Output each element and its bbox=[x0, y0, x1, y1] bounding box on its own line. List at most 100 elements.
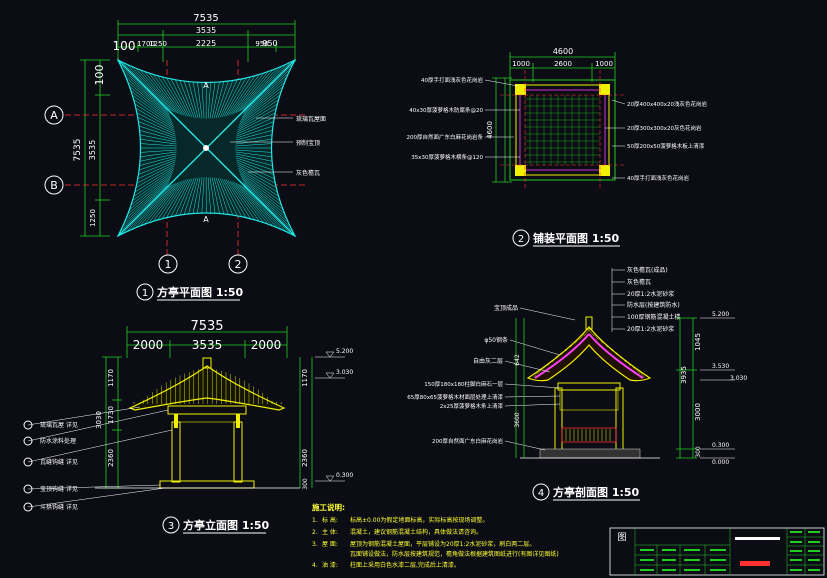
section-top-note-5: 100厚钢筋混凝土楼 bbox=[627, 313, 680, 321]
plan-dim-left-top: 100 bbox=[93, 65, 106, 86]
elev-level-2: 3.030 bbox=[336, 369, 353, 376]
paving-dim-lines bbox=[492, 52, 616, 183]
paving-dim-l: 1000 bbox=[512, 60, 530, 68]
notes-item-1-num: 1. bbox=[312, 517, 318, 524]
paving-note-l4: 35x30厚菠萝格木横条@120 bbox=[411, 153, 483, 161]
section-left-note-2: φ50钢条 bbox=[484, 336, 508, 344]
notes-item-3b-text: 瓦面铺设做法，防水层按建筑规范，檐角做法根据建筑图纸进行(有图详见图纸) bbox=[350, 550, 559, 558]
axis-bubble-2 bbox=[228, 254, 248, 274]
section-foundation bbox=[539, 448, 641, 459]
paving-note-r2: 20厚300x300x20灰色花岗岩 bbox=[627, 124, 702, 132]
section-roof-slab-right bbox=[588, 333, 644, 379]
elev-dim-m: 3535 bbox=[192, 338, 223, 352]
plan-dim-left-total: 7535 bbox=[73, 139, 83, 162]
paving-dim-total: 4600 bbox=[553, 47, 573, 56]
elev-dim-lines bbox=[102, 326, 313, 489]
axis-bubble-a bbox=[44, 105, 64, 125]
construction-notes: 施工说明: 1. 标 高: 标高±0.00为假定地面标高，实际标高按现场调整。 … bbox=[312, 502, 559, 569]
section-bench-slats bbox=[565, 429, 611, 441]
plan-note-tiles: 琉璃瓦屋面 bbox=[296, 115, 326, 123]
notes-item-2-num: 2. bbox=[312, 529, 318, 536]
axis-label-2: 2 bbox=[235, 258, 242, 271]
elevation-view: 7535 2000 3535 2000 1170 1730 3030 2360 … bbox=[23, 319, 353, 534]
section-roof-slab-left bbox=[534, 333, 590, 379]
section-title: 方亭剖面图 1:50 bbox=[553, 485, 640, 499]
plan-note-eave: 灰色檐瓦 bbox=[296, 169, 320, 177]
section-level-4: 0.300 bbox=[712, 442, 729, 449]
section-title-bubble bbox=[532, 483, 550, 501]
notes-heading: 施工说明: bbox=[312, 502, 345, 512]
notes-item-1-label: 标 高: bbox=[322, 516, 338, 524]
section-frieze bbox=[559, 389, 619, 411]
elev-column-left bbox=[171, 421, 181, 483]
paving-dim-left: 4600 bbox=[486, 121, 494, 139]
paving-title: 铺装平面图 1:50 bbox=[533, 231, 620, 245]
paving-tile-grid bbox=[525, 95, 600, 165]
notes-item-4-text: 柱面上采用白色水漆二层,完成后上清漆。 bbox=[350, 561, 460, 569]
notes-item-3-num: 3. bbox=[312, 541, 318, 548]
plan-dim-left-bottom: 1250 bbox=[89, 209, 97, 227]
section-top-note-1: 灰色檐瓦(成品) bbox=[627, 266, 668, 274]
section-left-leaders bbox=[504, 307, 576, 451]
elev-note-4: 宝顶钩缝 详见 bbox=[40, 485, 78, 493]
section-level-2: 3.530 bbox=[712, 363, 729, 370]
plan-roof-hatching bbox=[120, 62, 293, 234]
section-dim-left-1: 642 bbox=[514, 354, 521, 366]
paving-title-number: 2 bbox=[518, 234, 524, 245]
elev-brackets bbox=[174, 414, 240, 428]
section-left-note-7: 200厚自然面广东白麻花岗岩 bbox=[432, 437, 503, 445]
notes-item-3-text: 屋顶为钢筋混凝土屋面，平层铺设为20厚1:2水泥砂浆，刷白两二层。 bbox=[350, 540, 535, 548]
elev-title-number: 3 bbox=[168, 521, 174, 532]
section-dim-lines bbox=[515, 317, 697, 459]
title-block-text-bars bbox=[640, 531, 820, 571]
paving-axes bbox=[500, 70, 625, 188]
section-top-leaders bbox=[611, 268, 625, 332]
elev-dim-r: 2000 bbox=[251, 338, 282, 352]
section-top-note-3: 20厚1:2水泥砂浆 bbox=[627, 290, 674, 298]
title-block: 图 bbox=[609, 527, 825, 576]
paving-leaders bbox=[484, 79, 626, 179]
plan-dim-b: 1250 bbox=[149, 40, 167, 48]
elev-level-3: 0.300 bbox=[336, 472, 353, 479]
plan-dim-lines bbox=[80, 20, 296, 237]
title-block-frame bbox=[609, 527, 825, 576]
elev-dim-left-4: 2360 bbox=[107, 449, 115, 467]
elev-roof bbox=[128, 365, 286, 411]
plan-title: 方亭平面图 1:50 bbox=[157, 285, 244, 299]
section-level-1: 5.200 bbox=[712, 311, 729, 318]
plan-title-number: 1 bbox=[142, 288, 148, 299]
section-left-note-5: 65厚80x65菠萝格木材面层处理上清漆 bbox=[407, 393, 503, 401]
elev-note-1: 琉璃瓦屋 详见 bbox=[40, 421, 78, 429]
elev-dim-left-3: 3030 bbox=[95, 411, 103, 429]
elev-note-3: 瓦缝钩缝 详见 bbox=[40, 458, 78, 466]
plan-dim-c: 950 bbox=[255, 40, 268, 48]
elev-note-bullets bbox=[23, 420, 33, 512]
section-roof-tile-lines bbox=[533, 329, 645, 378]
plan-dim-side: 950 bbox=[262, 39, 277, 48]
title-block-logo: 图 bbox=[617, 532, 626, 543]
section-left-note-3: 自由灰二层 bbox=[473, 357, 503, 365]
section-view: 灰色檐瓦(成品) 灰色檐瓦 20厚1:2水泥砂浆 防水层(按建筑防水) 100厚… bbox=[407, 266, 747, 501]
elev-title: 方亭立面图 1:50 bbox=[183, 518, 270, 532]
plan-note-finial: 预制宝顶 bbox=[296, 139, 320, 147]
paving-note-r1: 20厚400x400x20浅灰色花岗岩 bbox=[627, 100, 708, 108]
plan-leaders bbox=[230, 117, 293, 173]
plan-view: 7535 3535 2225 950 100 1700 1250 950 753… bbox=[44, 13, 326, 301]
elev-dim-l: 2000 bbox=[133, 338, 164, 352]
elev-dim-total: 7535 bbox=[190, 319, 223, 334]
section-top-note-6: 20厚1:2水泥砂浆 bbox=[627, 325, 674, 333]
elev-note-leaders bbox=[27, 406, 173, 508]
notes-item-4-num: 4. bbox=[312, 562, 318, 569]
section-left-note-1: 宝顶成品 bbox=[494, 304, 518, 312]
paving-note-l2: 40x30厚菠萝格木防腐条@20 bbox=[409, 106, 483, 114]
plan-dim-total: 7535 bbox=[193, 13, 218, 24]
paving-border-yellow bbox=[515, 84, 610, 176]
paving-note-l1: 40厚手打面浅灰色花岗岩 bbox=[421, 76, 483, 84]
axis-label-a: A bbox=[50, 109, 58, 122]
paving-columns bbox=[515, 84, 610, 176]
paving-title-bubble bbox=[512, 229, 530, 247]
plan-title-bubble bbox=[136, 283, 154, 301]
section-mark-bottom: A bbox=[203, 215, 209, 224]
axis-bubble-b bbox=[44, 175, 64, 195]
